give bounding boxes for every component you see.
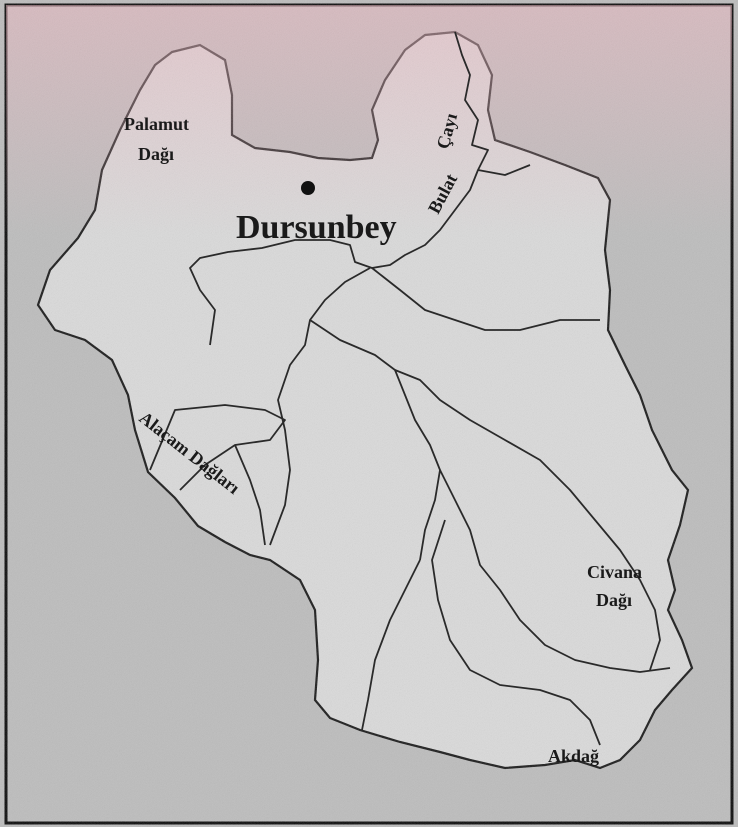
- label-palamut-line1: Palamut: [124, 114, 189, 134]
- label-civana-line1: Civana: [587, 562, 642, 582]
- river-tributary-center: [269, 267, 371, 546]
- river-south-west: [361, 559, 421, 731]
- river-tributary-east: [477, 164, 531, 176]
- label-civana-line2: Dağı: [596, 590, 632, 610]
- dursunbey-town-marker: [301, 181, 315, 195]
- river-main-south: [309, 319, 441, 561]
- label-palamut-line2: Dağı: [138, 144, 174, 164]
- river-network: [149, 31, 671, 746]
- river-upper-east: [371, 267, 600, 331]
- river-east-spine: [394, 369, 661, 671]
- label-akdag: Akdağ: [548, 746, 599, 766]
- river-west-branch: [234, 444, 266, 546]
- river-bulat-cayi: [189, 31, 489, 346]
- river-west-loop: [149, 404, 286, 491]
- river-south-central: [439, 469, 671, 673]
- river-south-loop: [431, 519, 601, 746]
- label-dursunbey-town: Dursunbey: [236, 209, 397, 246]
